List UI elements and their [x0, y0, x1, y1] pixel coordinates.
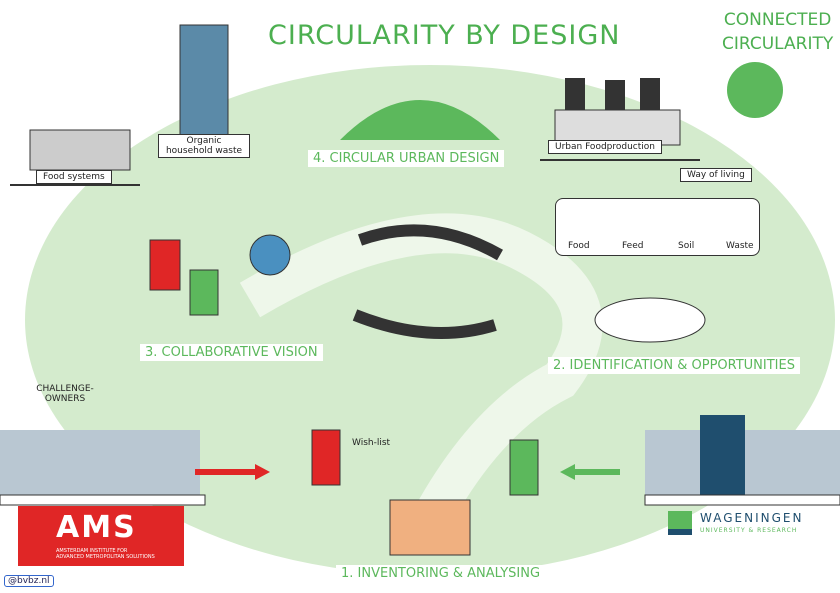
building — [640, 78, 660, 110]
person-red — [311, 429, 341, 486]
resource-soil: Soil — [678, 241, 695, 251]
person-red — [149, 239, 181, 291]
tree — [727, 62, 783, 118]
wur-emblem-icon — [668, 511, 692, 535]
page-title: CIRCULARITY BY DESIGN — [268, 20, 621, 51]
red-arrow-head — [255, 464, 270, 480]
step-2-label: 2. IDENTIFICATION & OPPORTUNITIES — [548, 357, 800, 374]
corner-title-line: CONNECTED — [723, 10, 832, 30]
urban-farm — [554, 109, 681, 146]
resource-feed: Feed — [622, 241, 644, 251]
arrow-right — [352, 309, 497, 339]
wishlist-label: Wish-list — [352, 438, 391, 448]
wur-name: WAGENINGEN — [700, 511, 804, 525]
ams-logo-text: AMS — [56, 510, 137, 545]
label-way-of-living: Way of living — [680, 168, 752, 182]
label-organic-waste: Organic household waste — [158, 134, 250, 158]
credit-link[interactable]: @bvbz.nl — [4, 575, 54, 587]
person-green — [189, 269, 219, 316]
step-3-label: 3. COLLABORATIVE VISION — [140, 344, 323, 361]
ams-line: AMSTERDAM INSTITUTE FOR — [56, 548, 128, 554]
path-road — [239, 213, 603, 549]
building — [565, 78, 585, 110]
platform — [644, 494, 840, 506]
green-arrow-head — [560, 464, 575, 480]
platform — [0, 494, 206, 506]
globe-painting — [249, 234, 291, 276]
corner-title-line: CIRCULARITY — [722, 34, 834, 54]
city-skyline — [0, 430, 200, 495]
wur-subtitle: UNIVERSITY & RESEARCH — [700, 527, 798, 534]
sun — [340, 100, 500, 140]
arrow-left — [357, 224, 503, 261]
tower-building — [179, 24, 229, 136]
resource-waste: Waste — [726, 241, 754, 251]
corner-title: CONNECTED CIRCULARITY — [722, 8, 833, 56]
wur-logo: WAGENINGEN UNIVERSITY & RESEARCH — [660, 505, 836, 545]
step-4-label: 4. CIRCULAR URBAN DESIGN — [308, 150, 505, 167]
challenge-owners-label: CHALLENGE-OWNERS — [36, 384, 94, 404]
resource-bubble: Food Feed Soil Waste — [555, 198, 760, 256]
ams-logo: AMS AMSTERDAM INSTITUTE FOR ADVANCED MET… — [18, 506, 184, 566]
person-green — [509, 439, 539, 496]
green-oval — [25, 65, 835, 575]
label-food-systems: Food systems — [36, 170, 112, 184]
palette — [594, 297, 706, 343]
step-1-label: 1. INVENTORING & ANALYSING — [336, 565, 546, 582]
open-box — [389, 499, 471, 556]
label-urban-food: Urban Foodproduction — [548, 140, 662, 154]
resource-food: Food — [568, 241, 590, 251]
ams-subtitle: AMSTERDAM INSTITUTE FOR ADVANCED METROPO… — [56, 548, 155, 560]
zoo-building — [29, 129, 131, 171]
building — [605, 80, 625, 110]
ams-line: ADVANCED METROPOLITAN SOLUTIONS — [56, 554, 155, 560]
building-dark — [700, 415, 745, 495]
